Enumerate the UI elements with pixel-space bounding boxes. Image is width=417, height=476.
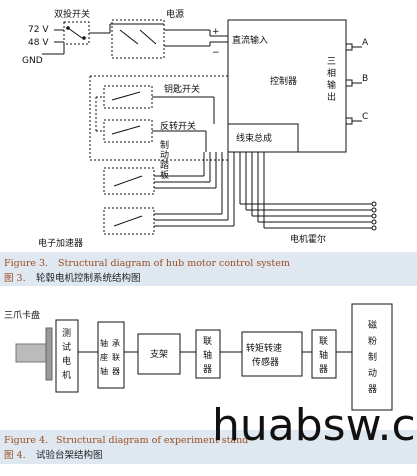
label-48v: 48 V: [28, 38, 49, 48]
label-power: 电源: [166, 8, 184, 20]
label-phase-a: A: [362, 38, 369, 48]
block-bearing-coupling-label: 轴 承 座 联 轴 器: [100, 338, 120, 376]
svg-text:磁: 磁: [368, 319, 377, 331]
block-coupling-2: [311, 329, 337, 379]
svg-text:轴: 轴: [100, 366, 108, 376]
svg-text:轴: 轴: [203, 349, 212, 361]
svg-text:承: 承: [112, 339, 120, 348]
reverse-switch-box: [103, 119, 153, 143]
fig3-caption-cn-prefix: 图 3.: [4, 273, 26, 284]
label-key-switch: 钥匙开关: [164, 83, 200, 95]
label-three-phase-4: 出: [327, 91, 336, 103]
fig3-diagram: [42, 19, 377, 235]
fig4-caption-en: Structural diagram of experiment stand: [56, 435, 248, 446]
throttle-box: [103, 207, 155, 235]
fig3-caption-en: Structural diagram of hub motor control …: [58, 258, 290, 269]
block-bearing-coupling: [97, 321, 125, 389]
svg-text:器: 器: [319, 364, 328, 375]
svg-text:制: 制: [368, 351, 377, 363]
label-brake-2: 动: [160, 150, 169, 161]
brake-pedal-box: [103, 167, 155, 195]
block-magnetic-brake-label: 磁 粉 制 动 器: [368, 319, 377, 395]
label-phase-c: C: [362, 112, 368, 122]
label-brake-1: 制: [160, 139, 169, 151]
block-torque-sensor: [241, 331, 303, 377]
svg-text:转矩转速: 转矩转速: [246, 342, 282, 354]
svg-text:器: 器: [203, 364, 212, 375]
label-brake-4: 板: [160, 169, 169, 181]
dpdt-switch-box: [63, 21, 90, 45]
label-plus: +: [212, 27, 220, 37]
fig4-caption-band: [0, 430, 417, 464]
label-brake-3: 踏: [160, 159, 169, 171]
label-controller: 控制器: [270, 75, 297, 87]
label-three-phase-1: 三: [327, 57, 336, 67]
svg-text:测: 测: [62, 328, 71, 339]
block-coupling-2-label: 联 轴 器: [319, 336, 328, 375]
label-three-phase-3: 输: [327, 79, 336, 91]
label-hall: 电机霍尔: [290, 233, 326, 245]
fig3-caption-en-prefix: Figure 3.: [4, 258, 48, 269]
key-switch-box: [103, 85, 153, 109]
harness-box: [227, 123, 299, 153]
fig4-caption-en-prefix: Figure 4.: [4, 435, 48, 446]
label-three-phase-2: 相: [327, 67, 336, 79]
fig4-caption-cn: 试验台架结构图: [36, 449, 103, 461]
svg-text:器: 器: [368, 384, 377, 395]
svg-text:联: 联: [112, 353, 120, 362]
label-72v: 72 V: [28, 25, 49, 35]
label-phase-b: B: [362, 74, 368, 84]
block-coupling-1: [195, 329, 221, 379]
svg-text:联: 联: [319, 336, 328, 347]
power-supply-box: [111, 19, 165, 59]
block-bracket-label: 支架: [150, 348, 168, 360]
svg-text:电: 电: [62, 355, 71, 367]
block-bracket: [137, 333, 181, 375]
label-dpdt-switch: 双投开关: [54, 8, 90, 20]
block-test-motor: [55, 319, 79, 393]
fig3-caption-cn: 轮毂电机控制系统结构图: [36, 272, 141, 284]
svg-text:动: 动: [368, 368, 377, 379]
svg-text:传感器: 传感器: [252, 356, 279, 368]
svg-text:器: 器: [112, 367, 120, 376]
svg-text:联: 联: [203, 336, 212, 347]
block-magnetic-brake: [351, 303, 393, 411]
watermark-text: huabsw.c: [212, 400, 416, 451]
svg-text:座: 座: [100, 352, 108, 362]
block-coupling-1-label: 联 轴 器: [203, 336, 212, 375]
svg-text:轴: 轴: [319, 349, 328, 361]
fig4-caption-cn-prefix: 图 4.: [4, 450, 26, 461]
block-test-motor-label: 测 试 电 机: [62, 328, 71, 381]
label-chuck: 三爪卡盘: [4, 309, 40, 321]
label-throttle: 电子加速器: [38, 237, 83, 249]
label-gnd: GND: [22, 56, 43, 66]
fig4-diagram: [15, 303, 393, 411]
svg-text:机: 机: [62, 369, 71, 381]
label-reverse-switch: 反转开关: [160, 120, 196, 132]
svg-text:粉: 粉: [368, 335, 377, 347]
label-dc-input: 直流输入: [232, 34, 268, 46]
svg-text:试: 试: [62, 341, 71, 353]
block-torque-sensor-label: 转矩转速 传感器: [246, 342, 282, 368]
label-harness: 线束总成: [236, 132, 272, 144]
label-minus: −: [212, 48, 220, 58]
fig3-caption-band: [0, 252, 417, 286]
svg-text:轴: 轴: [100, 338, 108, 348]
